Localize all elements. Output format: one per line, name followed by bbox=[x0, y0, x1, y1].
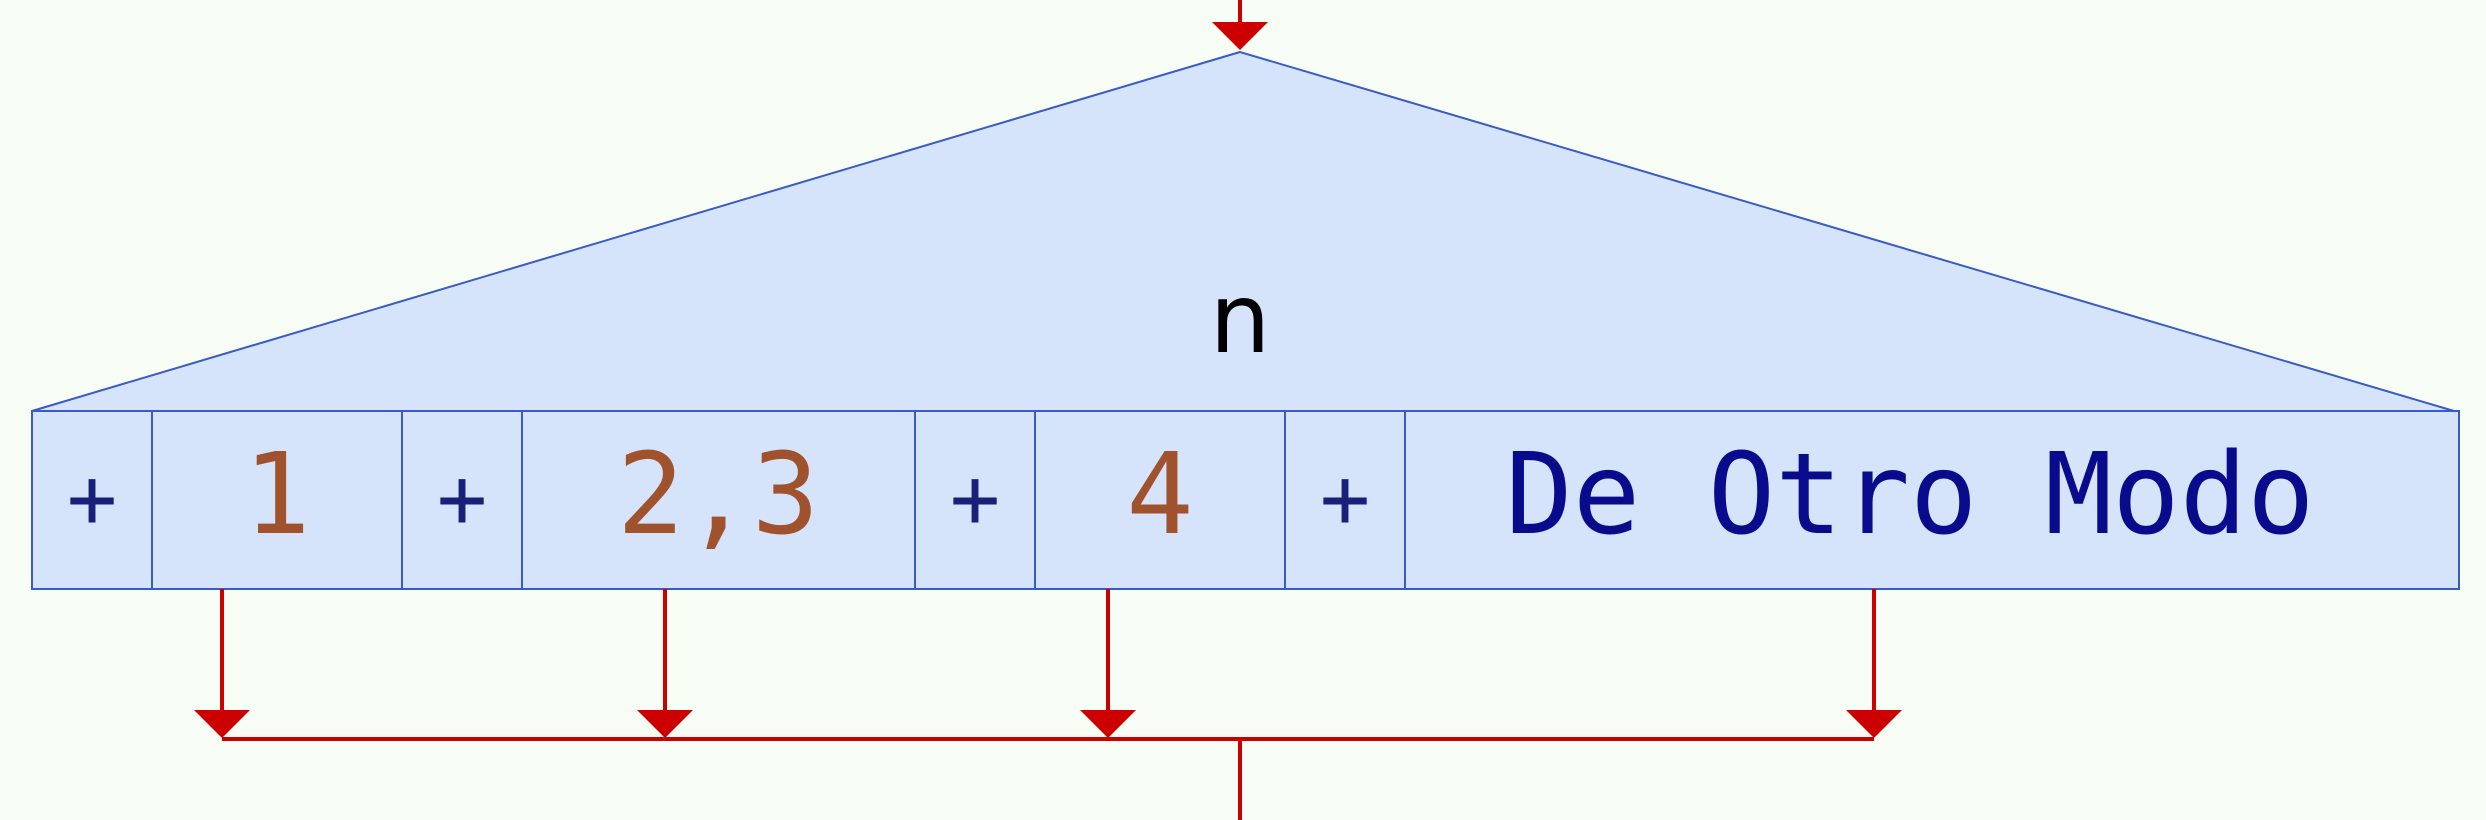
case-label-cell bbox=[1404, 410, 2460, 590]
case-marker: + bbox=[950, 449, 1001, 547]
case-marker-cell bbox=[1284, 410, 1406, 590]
case-marker-cell bbox=[31, 410, 153, 590]
selector-variable: n bbox=[1210, 263, 1271, 375]
case-row: + 1 + 2,3 + 4 + De Otro Modo bbox=[31, 410, 2460, 590]
case-label-cell bbox=[151, 410, 403, 590]
entry-flow-arrow bbox=[1212, 0, 1268, 50]
case-label: 2,3 bbox=[617, 430, 819, 560]
case-label-cell bbox=[1034, 410, 1286, 590]
case-label: 4 bbox=[1126, 430, 1193, 560]
case-marker-cell bbox=[401, 410, 523, 590]
case-label: 1 bbox=[243, 430, 310, 560]
case-marker: + bbox=[67, 449, 118, 547]
case-marker: + bbox=[1320, 449, 1371, 547]
case-marker-cell bbox=[914, 410, 1036, 590]
branch-flow-arrows bbox=[194, 589, 1902, 738]
case-label-default: De Otro Modo bbox=[1505, 430, 2314, 560]
case-marker: + bbox=[437, 449, 488, 547]
merge-flow-line bbox=[222, 737, 1874, 820]
case-label-cell bbox=[521, 410, 916, 590]
